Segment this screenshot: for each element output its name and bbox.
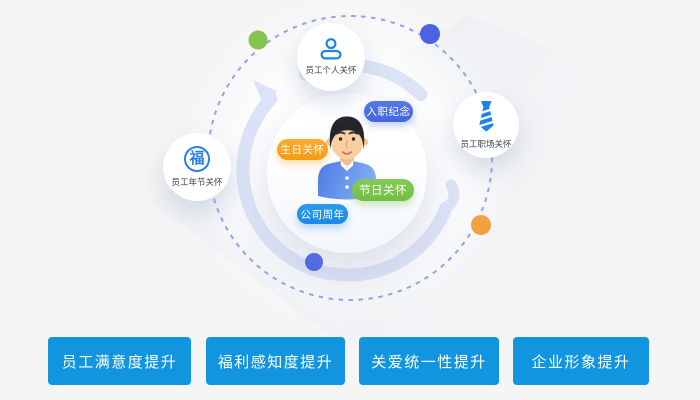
- dashed-orbit: [207, 15, 493, 301]
- tag-company-anniversary: 公司周年: [297, 204, 348, 224]
- benefit-button-corporate-image[interactable]: 企业形象提升: [513, 337, 649, 385]
- orbit-dot-blue-bottom: [305, 253, 323, 271]
- satellite-personal-care: 员工个人关怀: [297, 23, 365, 91]
- tag-birthday-care: 生日关怀: [277, 139, 328, 160]
- tie-icon: [478, 100, 494, 132]
- orbit-dot-blue-top: [420, 24, 440, 44]
- swirl-arrow-tip: [253, 80, 278, 106]
- orbit-dot-green: [248, 30, 268, 50]
- satellite-label: 员工年节关怀: [171, 177, 223, 187]
- tag-holiday-care: 节日关怀: [352, 179, 414, 201]
- satellite-workplace-care: 员工职场关怀: [453, 92, 519, 158]
- orbit-dot-orange: [471, 215, 491, 235]
- benefit-button-welfare-perception[interactable]: 福利感知度提升: [206, 337, 345, 385]
- benefit-button-care-uniformity[interactable]: 关爱统一性提升: [359, 337, 499, 385]
- satellite-label: 员工职场关怀: [460, 139, 512, 149]
- tag-onboarding-anniversary: 入职纪念: [364, 101, 413, 122]
- benefit-button-satisfaction[interactable]: 员工满意度提升: [48, 337, 191, 385]
- satellite-label: 员工个人关怀: [305, 65, 357, 75]
- satellite-festival-care: 福 员工年节关怀: [163, 133, 231, 201]
- fu-badge-icon: 福: [184, 146, 210, 172]
- person-icon: [320, 38, 342, 60]
